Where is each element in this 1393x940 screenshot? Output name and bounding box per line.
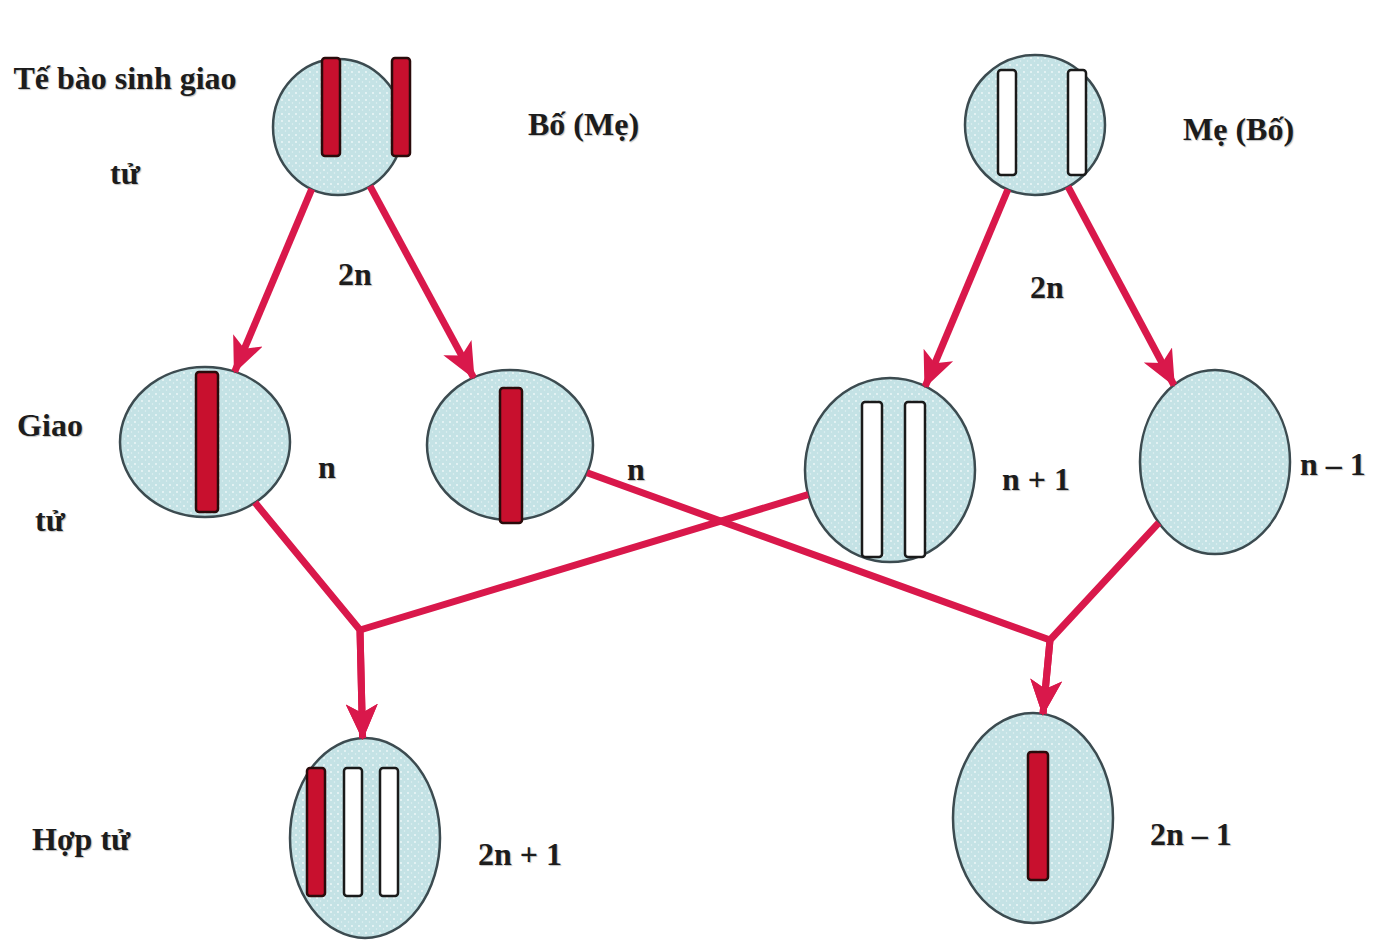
cell-label: Mẹ (Bố) [1183,110,1294,148]
division-arrow [1068,187,1174,385]
chromosome-white [998,70,1016,175]
chromosome-white [344,768,362,896]
cell-node: 2n – 1 [953,713,1113,923]
cell-circle [805,378,975,562]
cell-label: n [627,450,645,488]
chromosome-red [322,58,340,156]
chromosome-white [862,402,882,557]
cell-label: n [318,448,336,486]
row-label: Tế bào sinh giao tử [10,31,240,221]
cell-node: n [120,367,290,517]
cell-node: n – 1 [1140,370,1290,554]
cell-circle [120,367,290,517]
chromosome-red [1028,752,1048,880]
ploidy-label: 2n [338,255,372,293]
chromosome-red [196,372,218,512]
row-label: Giao tử [10,378,90,568]
cell-label: 2n – 1 [1150,815,1232,853]
cell-circle [290,738,440,938]
ploidy-label: 2n [1030,268,1064,306]
cell-label: n + 1 [1002,460,1070,498]
division-arrow [370,186,474,377]
cell-circle [1140,370,1290,554]
cell-circle [273,59,403,195]
division-arrow [255,503,363,738]
cell-node: 2n + 1 [290,738,440,938]
cell-circle [965,55,1105,195]
chromosome-white [380,768,398,896]
chromosome-white [1068,70,1086,175]
cell-label: Bố (Mẹ) [528,105,639,143]
cell-node: n + 1 [805,378,975,562]
chromosome-white [905,402,925,557]
cell-label: 2n + 1 [478,835,562,873]
cell-circle [953,713,1113,923]
chromosome-red [500,388,522,523]
cell-label: n – 1 [1300,445,1366,483]
cell-node: Mẹ (Bố) [965,55,1105,195]
division-arrow [1043,523,1159,714]
division-arrow [235,189,312,372]
chromosome-red [392,58,410,156]
division-arrow [925,190,1008,387]
cell-node: Bố (Mẹ) [273,59,403,195]
division-arrow [587,473,1050,714]
cell-node: n [427,370,593,520]
chromosome-red [307,768,325,896]
row-label: Hợp tử [32,820,130,858]
